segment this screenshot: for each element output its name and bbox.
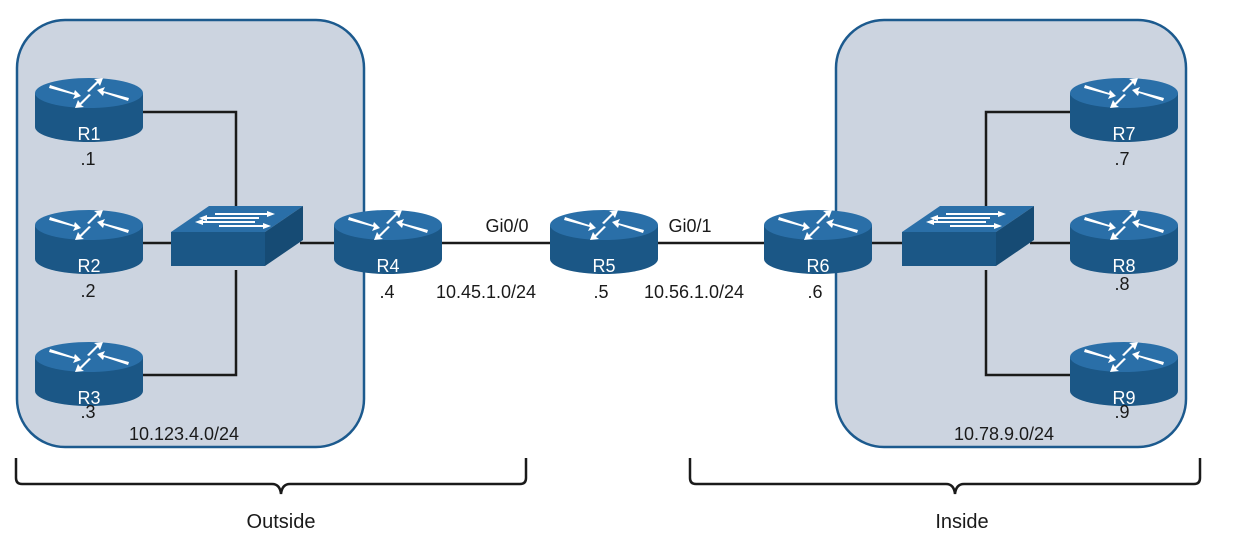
router-name: R8 [1112,256,1135,276]
r1-address: .1 [80,149,95,169]
router-r7: R7 [1070,78,1178,144]
router-r5: R5 [550,210,658,276]
router-r6: R6 [764,210,872,276]
router-name: R7 [1112,124,1135,144]
router-r3: R3 [35,342,143,408]
router-name: R1 [77,124,100,144]
r5-address: .5 [593,282,608,302]
r4-r5-subnet: 10.45.1.0/24 [436,282,536,302]
inside-brace [688,458,1202,495]
router-r1: R1 [35,78,143,144]
r9-address: .9 [1114,402,1129,422]
outside-brace [14,458,528,495]
outside-subnet: 10.123.4.0/24 [129,424,239,444]
inside-label: Inside [935,511,988,533]
router-r8: R8 [1070,210,1178,276]
inside-links [872,110,1072,377]
r8-address: .8 [1114,274,1129,294]
outside-label: Outside [247,511,316,533]
r6-address: .6 [807,282,822,302]
router-name: R6 [806,256,829,276]
router-r4: R4 [334,210,442,276]
r4-address: .4 [379,282,394,302]
router-name: R9 [1112,388,1135,408]
r7-address: .7 [1114,149,1129,169]
r5-r6-subnet: 10.56.1.0/24 [644,282,744,302]
r3-address: .3 [80,402,95,422]
router-r9: R9 [1070,342,1178,408]
outside-links [142,110,336,377]
r5-gi0-0-label: Gi0/0 [485,216,528,236]
r5-gi0-1-label: Gi0/1 [668,216,711,236]
router-name: R2 [77,256,100,276]
router-r2: R2 [35,210,143,276]
router-name: R4 [376,256,399,276]
inside-subnet: 10.78.9.0/24 [954,424,1054,444]
router-name: R3 [77,388,100,408]
r2-address: .2 [80,281,95,301]
router-name: R5 [592,256,615,276]
